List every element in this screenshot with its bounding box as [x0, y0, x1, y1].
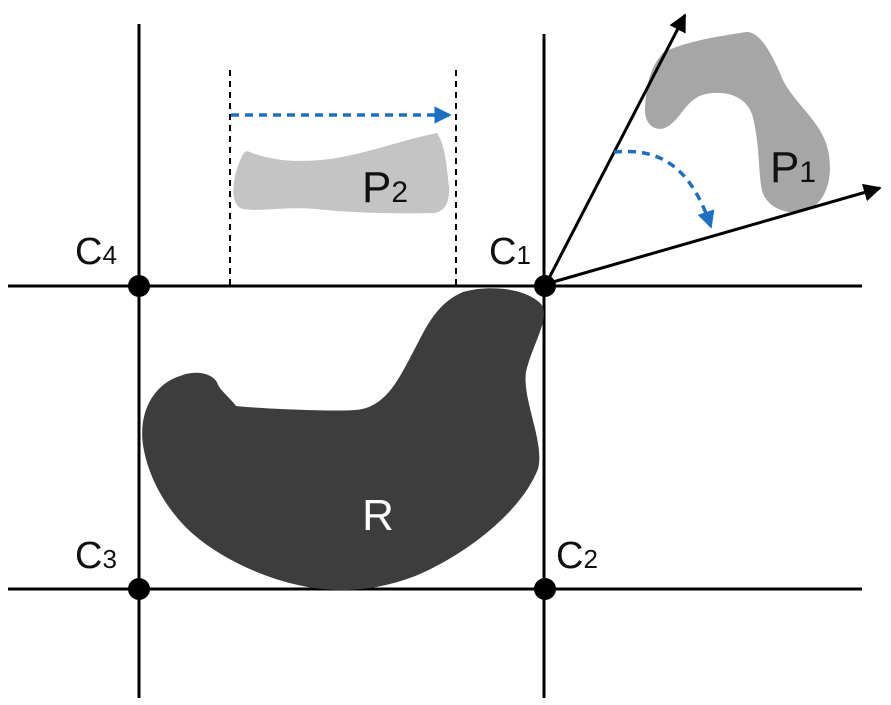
piece-p2-label-main: P	[362, 163, 391, 212]
region-r-shape	[142, 288, 544, 590]
rotation-ray-lower	[545, 183, 882, 286]
corner-label-c1: C1	[489, 231, 531, 273]
corner-label-c4-sub: 4	[102, 240, 116, 270]
corner-label-c3: C3	[75, 535, 117, 577]
piece-p2-label: P2	[362, 163, 408, 212]
piece-p1-label-sub: 1	[799, 156, 816, 189]
corner-label-c1-sub: 1	[516, 240, 530, 270]
p2-translation-guides	[229, 70, 457, 286]
corner-label-c3-sub: 3	[102, 544, 116, 574]
corner-label-c4: C4	[75, 231, 117, 273]
corner-label-c4-main: C	[75, 231, 102, 273]
rotation-arrow	[613, 149, 715, 229]
corner-label-c2: C2	[556, 535, 598, 577]
corner-point-c2	[534, 578, 556, 600]
corner-point-c1	[534, 275, 556, 297]
region-r-label: R	[362, 491, 394, 540]
corner-label-c3-main: C	[75, 535, 102, 577]
piece-p2-shape	[233, 133, 450, 214]
corner-point-c4	[128, 275, 150, 297]
corner-point-c3	[128, 578, 150, 600]
piece-p1-label: P1	[770, 143, 816, 192]
corner-points	[128, 275, 556, 600]
piece-p1-shape	[644, 31, 830, 213]
rotation-ray-upper	[544, 13, 687, 285]
piece-p1-label-main: P	[770, 143, 799, 192]
corner-label-c2-main: C	[556, 535, 583, 577]
piece-p2-label-sub: 2	[391, 176, 408, 209]
corner-label-c1-main: C	[489, 231, 516, 273]
corner-label-c2-sub: 2	[583, 544, 597, 574]
